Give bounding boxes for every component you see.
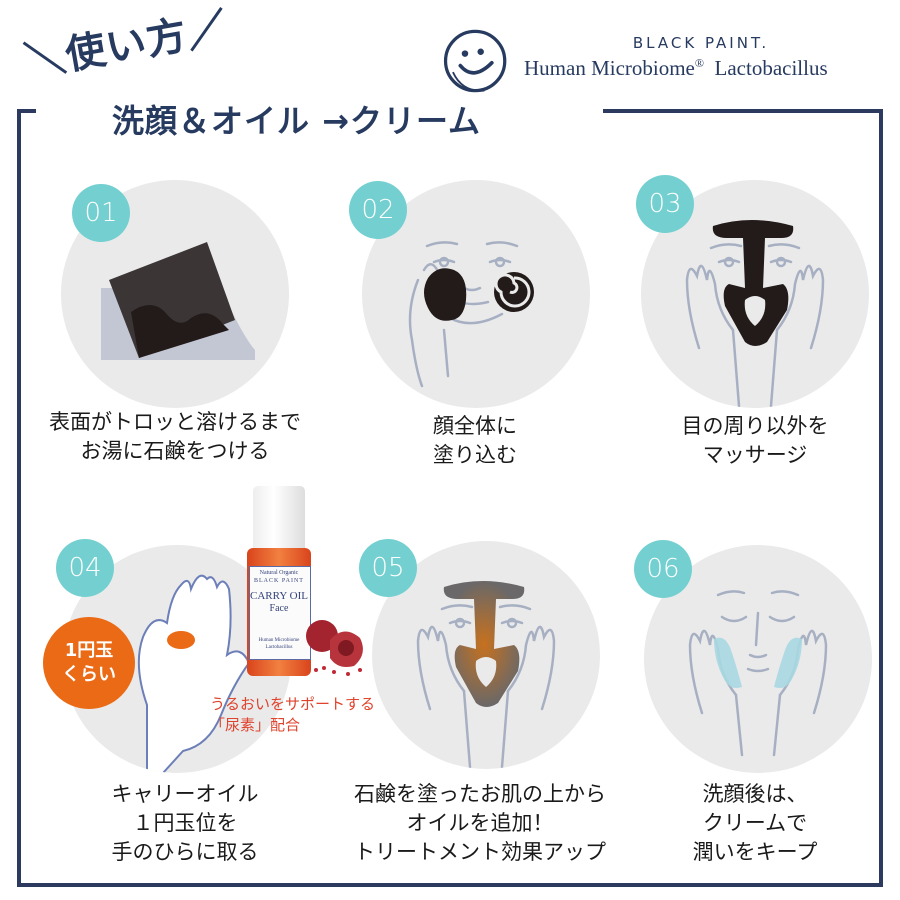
frame-right (879, 109, 883, 887)
carry-oil-bottle: Natural Organic BLACK PAINT CARRY OIL Fa… (247, 486, 311, 678)
howto-title: ＼使い方／ (21, 5, 232, 87)
step-01-caption: 表面がトロッと溶けるまでお湯に石鹸をつける (49, 410, 301, 463)
face-cream-keep-icon (688, 590, 828, 757)
page-subtitle: 洗顔＆オイル →クリーム (112, 102, 481, 140)
step-03-badge: 03 (636, 175, 694, 233)
step-01-circle (61, 180, 289, 408)
step-05-caption: 石鹸を塗ったお肌の上からオイルを追加！トリートメント効果アップ (354, 782, 606, 864)
smiley-face-icon (443, 29, 507, 93)
pomegranate-icon (306, 620, 363, 676)
one-yen-badge: 1円玉くらい (43, 617, 135, 709)
brand-name: BLACK PAINT. (632, 34, 770, 52)
frame-top-right (603, 109, 883, 113)
step-02-badge: 02 (349, 181, 407, 239)
step-06-badge: 06 (634, 540, 692, 598)
step-05-badge: 05 (359, 539, 417, 597)
frame-top-left (18, 109, 36, 113)
palm-with-oil-icon (137, 574, 251, 773)
step-01-badge: 01 (72, 184, 130, 242)
step-02-caption: 顔全体に塗り込む (433, 414, 517, 467)
brand-tagline: Human Microbiome® Lactobacillus (524, 56, 828, 80)
face-massage-t-zone-icon (685, 220, 825, 408)
urea-note: うるおいをサポートする「尿素」配合 (210, 695, 376, 734)
step-06-caption: 洗顔後は、クリームで潤いをキープ (692, 782, 818, 864)
step-04-badge: 04 (56, 539, 114, 597)
frame-bottom (17, 883, 883, 887)
face-oil-treatment-icon (416, 581, 556, 769)
step-03-caption: 目の周り以外をマッサージ (681, 414, 829, 467)
frame-left (17, 109, 21, 887)
soap-bar-in-water-icon (101, 242, 255, 360)
brand-block: BLACK PAINT. Human Microbiome® Lactobaci… (440, 22, 880, 102)
product-name: CARRY OIL (250, 590, 308, 602)
face-applying-soap-icon (408, 241, 534, 388)
